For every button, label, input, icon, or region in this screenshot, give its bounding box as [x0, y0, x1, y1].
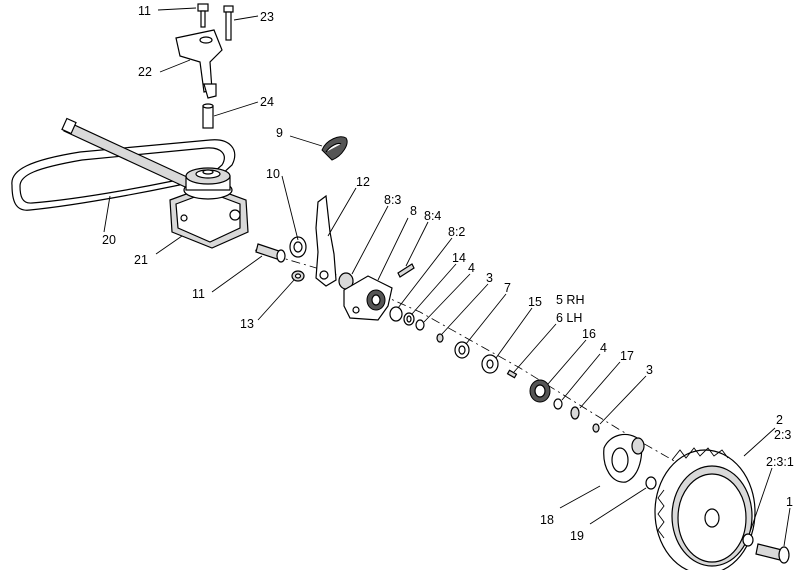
callout-8: 8	[410, 204, 417, 218]
callout-2: 2	[776, 413, 783, 427]
callout-16: 16	[582, 327, 596, 341]
callout-13: 13	[240, 317, 254, 331]
callout-11-top: 11	[138, 4, 151, 18]
washer-19	[645, 476, 657, 490]
callout-22: 22	[138, 65, 152, 79]
callout-10: 10	[266, 167, 280, 181]
callout-6-lh: 6 LH	[556, 311, 582, 325]
callout-19: 19	[570, 529, 584, 543]
axle-shaft-stub	[255, 243, 286, 263]
callout-3-a: 3	[486, 271, 493, 285]
clip-3b	[592, 423, 600, 433]
washer-4a	[415, 319, 425, 331]
bearing-housing	[343, 275, 393, 321]
callout-14: 14	[452, 251, 466, 265]
washer-8-2	[389, 306, 403, 322]
callout-21: 21	[134, 253, 148, 267]
callout-5-rh: 5 RH	[556, 293, 584, 307]
key	[506, 369, 518, 379]
washer-4b	[553, 398, 563, 410]
wheel-gear-housing	[603, 433, 645, 483]
callout-3-b: 3	[646, 363, 653, 377]
callout-7: 7	[504, 281, 511, 295]
callout-24: 24	[260, 95, 274, 109]
spacer-17	[570, 406, 580, 420]
callout-8-3: 8:3	[384, 193, 401, 207]
callout-20: 20	[102, 233, 116, 247]
callout-8-4: 8:4	[424, 209, 441, 223]
callout-11-mid: 11	[192, 287, 205, 301]
callout-23: 23	[260, 10, 274, 24]
wheel	[654, 447, 756, 570]
bushing-hole	[293, 241, 303, 253]
callout-15: 15	[528, 295, 542, 309]
leader-lines	[103, 7, 791, 547]
transmission-gearbox	[169, 167, 249, 249]
washer-14-hole	[406, 315, 412, 323]
callout-18: 18	[540, 513, 554, 527]
washer-15-hole	[486, 359, 494, 369]
screw-8-4	[397, 263, 415, 278]
lever-arm	[315, 194, 337, 287]
callout-12: 12	[356, 175, 370, 189]
spacer-24	[202, 103, 214, 129]
pin-23	[223, 5, 234, 41]
wheel-bolt	[755, 543, 790, 564]
callout-4-b: 4	[600, 341, 607, 355]
callout-9: 9	[276, 126, 283, 140]
callout-4-a: 4	[468, 261, 475, 275]
bolt-top	[197, 3, 209, 28]
callout-2-3-1: 2:3:1	[766, 455, 794, 469]
wheel-bushing-2-3-1	[742, 533, 754, 547]
cable-knob	[321, 136, 348, 161]
nut-13	[291, 270, 305, 282]
callout-1: 1	[786, 495, 793, 509]
callout-17: 17	[620, 349, 634, 363]
clip-3a	[436, 333, 444, 343]
washer-7-hole	[458, 345, 466, 355]
callout-2-3: 2:3	[774, 428, 791, 442]
control-bracket	[175, 29, 223, 99]
pinion-gear	[529, 379, 551, 403]
callout-8-2: 8:2	[448, 225, 465, 239]
drive-belt	[11, 139, 236, 211]
callout-labels: 11 23 22 24 9 10 12 8:3 8 8:4 8:2 14 4 3…	[102, 4, 794, 543]
